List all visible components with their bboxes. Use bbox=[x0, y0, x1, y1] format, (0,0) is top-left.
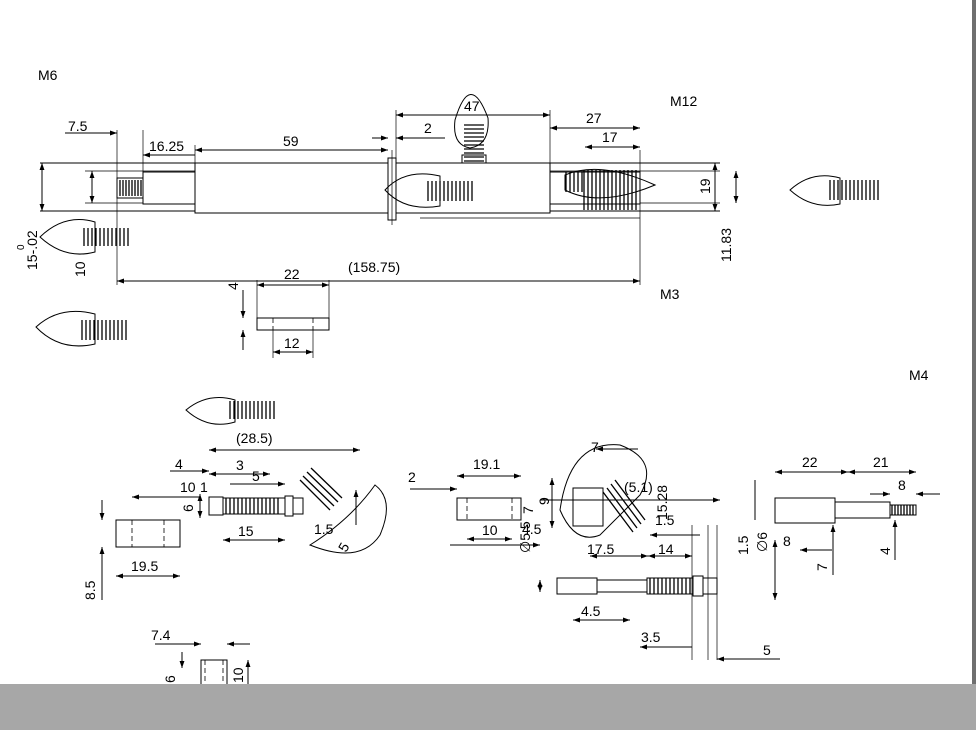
dim-5-bottom: 5 bbox=[763, 642, 771, 658]
dim-59: 59 bbox=[283, 133, 299, 149]
dim-6-left: 6 bbox=[180, 504, 196, 512]
dim-17-5: 17.5 bbox=[587, 541, 614, 557]
dim-3-5: 3.5 bbox=[641, 629, 661, 645]
dim-8-5: 8.5 bbox=[82, 580, 98, 600]
dim-11-83: 11.83 bbox=[718, 228, 734, 262]
lower-right-part bbox=[754, 469, 940, 575]
dim-21: 21 bbox=[873, 454, 889, 470]
dim-8-a: 8 bbox=[898, 477, 906, 493]
dim-16-25: 16.25 bbox=[149, 138, 184, 154]
dim-19: 19 bbox=[697, 178, 713, 194]
washer-part bbox=[240, 290, 330, 358]
dim-5-a: 5 bbox=[252, 468, 260, 484]
drill-sketch-7 bbox=[185, 397, 275, 425]
dim-19-5: 19.5 bbox=[131, 558, 158, 574]
label-m3: M3 bbox=[660, 286, 680, 302]
drill-sketch-3 bbox=[454, 94, 489, 149]
dim-15-02-sup: 0 bbox=[16, 244, 27, 250]
dim-2-mid: 2 bbox=[408, 469, 416, 485]
dim-15-28: 15.28 bbox=[654, 485, 670, 520]
threaded-stud-group bbox=[116, 124, 637, 210]
dimension-labels: M6 M12 M3 M4 7.5 16.25 59 2 47 27 17 19 … bbox=[16, 67, 929, 683]
dim-8-b: 8 bbox=[783, 533, 791, 549]
dim-4-left: 4 bbox=[175, 456, 183, 472]
dim-10-bottom: 10 bbox=[230, 667, 246, 683]
dim-5-1: (5.1) bbox=[624, 479, 653, 495]
dim-10: 10 bbox=[72, 261, 88, 277]
drill-sketch-4 bbox=[384, 173, 473, 208]
dim-2-top: 2 bbox=[424, 120, 432, 136]
dim-47: 47 bbox=[464, 98, 480, 114]
dim-4-5-a: 4.5 bbox=[522, 521, 542, 537]
dim-15: 15 bbox=[238, 523, 254, 539]
dim-1-5-c: 1.5 bbox=[735, 535, 751, 555]
dim-15-02: 15-.02 bbox=[24, 230, 40, 270]
dim-4-right: 4 bbox=[877, 547, 893, 555]
dim-4-5-b: 4.5 bbox=[581, 603, 601, 619]
dim-5-5: ∅5.5 bbox=[517, 521, 533, 553]
label-m12: M12 bbox=[670, 93, 697, 109]
dim-4-top: 4 bbox=[225, 282, 241, 290]
dim-28-5: (28.5) bbox=[236, 430, 273, 446]
dim-6-bottom: 6 bbox=[162, 675, 178, 683]
dim-7-mid: 7 bbox=[520, 506, 536, 514]
lower-middle-parts bbox=[410, 444, 780, 662]
technical-drawing-canvas: M6 M12 M3 M4 7.5 16.25 59 2 47 27 17 19 … bbox=[16, 67, 940, 684]
dim-19-1: 19.1 bbox=[473, 456, 500, 472]
dim-6-dia: ∅6 bbox=[754, 532, 770, 552]
dim-12: 12 bbox=[284, 335, 300, 351]
label-m6: M6 bbox=[38, 67, 58, 83]
main-shaft-assembly bbox=[40, 150, 720, 285]
dim-158-75: (158.75) bbox=[348, 259, 400, 275]
dim-14: 14 bbox=[658, 541, 674, 557]
label-m4: M4 bbox=[909, 367, 929, 383]
drill-chuck-sketches bbox=[35, 94, 879, 425]
dim-10-mid: 10 bbox=[482, 522, 498, 538]
dim-22-top: 22 bbox=[284, 266, 300, 282]
dim-1-5: 1.5 bbox=[314, 521, 334, 537]
dim-27: 27 bbox=[586, 110, 602, 126]
sheet-bottom-band bbox=[0, 684, 976, 730]
dim-9: 9 bbox=[536, 497, 552, 505]
lower-left-parts bbox=[99, 447, 387, 684]
dim-7-4: 7.4 bbox=[151, 627, 171, 643]
dim-1: 1 bbox=[200, 479, 208, 495]
dim-22-right: 22 bbox=[802, 454, 818, 470]
top-dimension-lines bbox=[39, 110, 739, 320]
dim-10-1: 10 bbox=[180, 479, 196, 495]
dim-7-5: 7.5 bbox=[68, 118, 88, 134]
sheet-right-border bbox=[972, 0, 976, 684]
dim-7-top: 7 bbox=[591, 439, 599, 455]
drill-sketch-6 bbox=[789, 175, 879, 206]
dim-17: 17 bbox=[602, 129, 618, 145]
drill-sketch-2 bbox=[35, 310, 127, 347]
dim-1-5-b: 1.5 bbox=[655, 512, 675, 528]
drill-sketch-1 bbox=[39, 219, 129, 255]
dim-7-right: 7 bbox=[814, 563, 830, 571]
drill-sketch-5 bbox=[564, 168, 657, 199]
dim-3: 3 bbox=[236, 457, 244, 473]
